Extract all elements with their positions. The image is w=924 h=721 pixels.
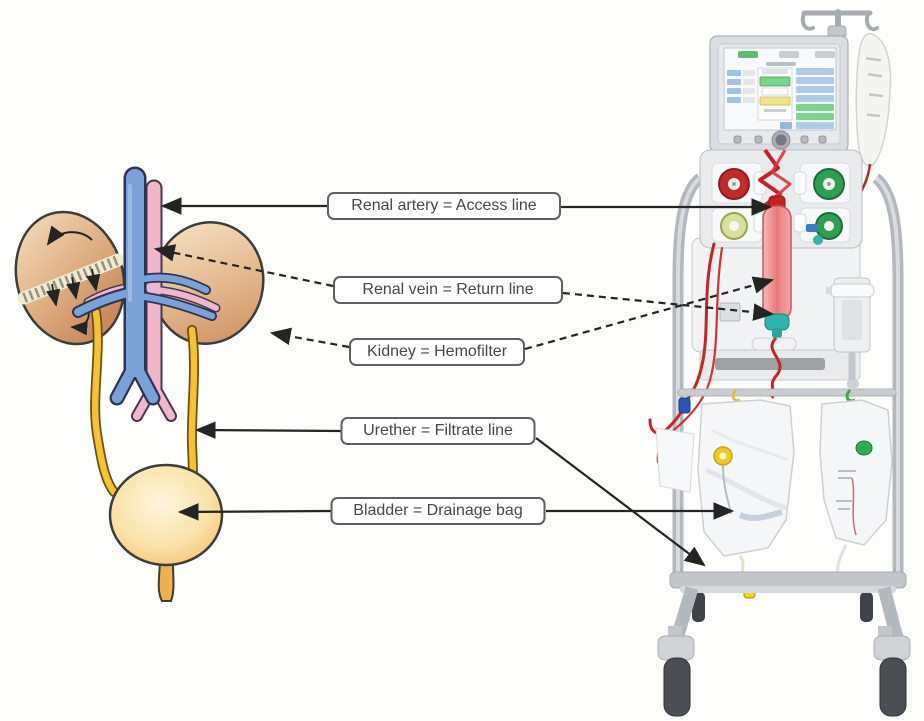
hemofilter [762, 195, 792, 338]
label-kidney-hemofilter: Kidney = Hemofilter [349, 338, 525, 366]
connector-arrows [153, 197, 775, 567]
monitor-soft-keys [733, 135, 827, 144]
monitor-knob [771, 130, 791, 150]
pump-green-bottom [815, 212, 843, 240]
label-urether-filtrate-line: Urether = Filtrate line [340, 417, 536, 445]
door-label-plate [719, 302, 741, 322]
bladder [108, 463, 224, 602]
vena-cava-blue-vessel [72, 166, 217, 406]
bag-rail [677, 388, 897, 397]
base-slot [715, 358, 825, 370]
teal-connector [813, 235, 823, 245]
label-renal-artery-access-line: Renal artery = Access line [327, 192, 561, 220]
connector-renal-vein-to-anatomy [153, 244, 334, 288]
cart-frame-rails [672, 173, 904, 585]
pump-green-top [813, 168, 845, 200]
blood-pump-red [718, 168, 750, 200]
label-bladder-drainage-bag: Bladder = Drainage bag [330, 497, 546, 525]
screen-left-table [727, 70, 755, 103]
caster-right [873, 626, 911, 717]
tubing-clamp [678, 397, 691, 414]
dialysis-machine-illustration [648, 9, 911, 717]
cart-base [657, 571, 911, 717]
screen-center-panel [757, 67, 793, 121]
screen-right-table [780, 68, 834, 129]
bag-green-port [855, 440, 873, 456]
blue-connector [806, 224, 818, 232]
caster-left [657, 626, 695, 717]
label-renal-vein-return-line: Renal vein = Return line [333, 276, 563, 304]
monitor [709, 35, 849, 156]
connector-bladder-to-anatomy [177, 503, 332, 521]
urinary-anatomy-illustration [14, 166, 265, 602]
pump-lime-bottom [720, 212, 748, 240]
syringe-module [826, 277, 875, 388]
bladder-body [108, 463, 224, 567]
connector-hemofilter-to-machine [524, 276, 775, 351]
filter-venous-cap [764, 313, 790, 331]
connector-filtrate-line-to-machine [535, 437, 706, 567]
connector-kidney-to-anatomy [269, 327, 350, 349]
white-pouch [655, 427, 695, 493]
fluid-bag-right [819, 389, 893, 592]
connector-urether-to-anatomy [194, 421, 342, 439]
drainage-bag-left [697, 388, 795, 599]
left-kidney [14, 210, 126, 346]
